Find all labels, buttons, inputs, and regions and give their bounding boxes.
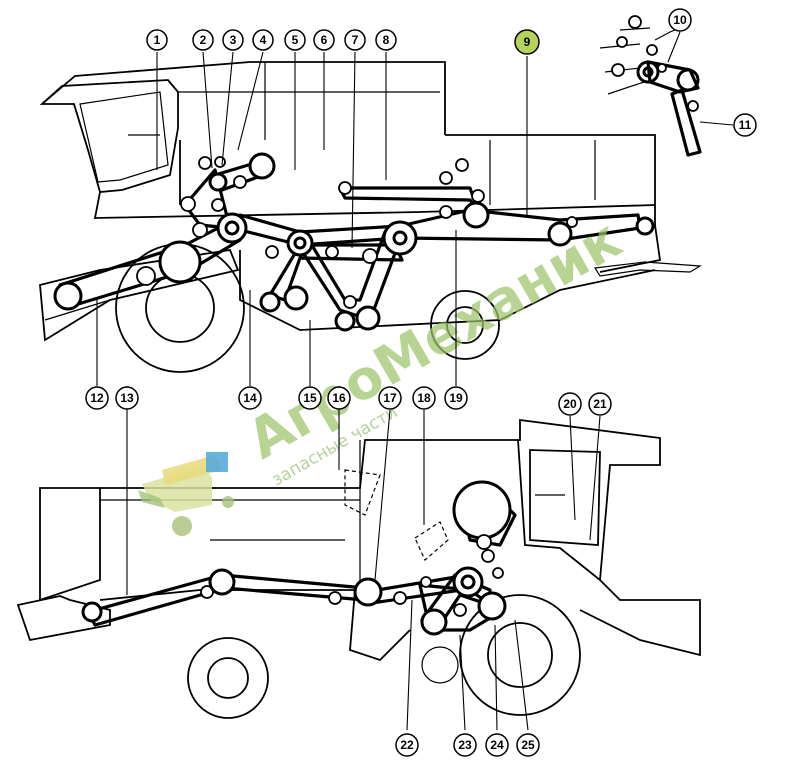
svg-text:12: 12	[90, 391, 104, 405]
svg-text:22: 22	[400, 738, 414, 752]
svg-text:5: 5	[292, 33, 299, 47]
callout-14: 14	[238, 386, 262, 410]
callout-4: 4	[252, 29, 274, 51]
svg-text:14: 14	[243, 391, 257, 405]
callout-7: 7	[344, 29, 366, 51]
svg-text:4: 4	[260, 33, 267, 47]
callout-24: 24	[485, 733, 509, 757]
callout-8: 8	[375, 29, 397, 51]
callout-5: 5	[284, 29, 306, 51]
svg-text:2: 2	[200, 33, 207, 47]
callout-12: 12	[85, 386, 109, 410]
leader-lines	[96, 31, 734, 731]
svg-text:13: 13	[120, 391, 134, 405]
svg-text:15: 15	[303, 391, 317, 405]
svg-text:7: 7	[352, 33, 359, 47]
inset-belt-detail	[599, 15, 702, 157]
svg-text:19: 19	[449, 391, 463, 405]
callout-22: 22	[395, 733, 419, 757]
svg-text:17: 17	[383, 391, 397, 405]
callout-19: 19	[444, 386, 468, 410]
svg-text:16: 16	[332, 391, 346, 405]
svg-text:20: 20	[563, 397, 577, 411]
upper-combine-body	[39, 61, 702, 373]
callout-16: 16	[327, 386, 351, 410]
callout-11: 11	[733, 113, 757, 137]
callout-markers: 1 2 3 4 5 6 7 8 9 10 11 12 13 14 15 16 1…	[85, 8, 757, 757]
callout-17: 17	[378, 386, 402, 410]
svg-text:8: 8	[383, 33, 390, 47]
svg-text:10: 10	[673, 13, 687, 27]
callout-15: 15	[298, 386, 322, 410]
callout-2: 2	[192, 29, 214, 51]
combine-logo-icon	[138, 452, 234, 536]
svg-text:1: 1	[154, 33, 161, 47]
callout-1: 1	[146, 29, 168, 51]
callout-21: 21	[588, 392, 612, 416]
lower-belts	[86, 488, 517, 632]
svg-text:18: 18	[417, 391, 431, 405]
callout-6: 6	[313, 29, 335, 51]
callout-3: 3	[222, 29, 244, 51]
lower-combine-body	[16, 418, 701, 719]
callout-25: 25	[516, 733, 540, 757]
svg-text:24: 24	[490, 738, 504, 752]
callout-10: 10	[668, 8, 692, 32]
callout-20: 20	[558, 392, 582, 416]
upper-pulleys	[53, 152, 655, 332]
svg-text:25: 25	[521, 738, 535, 752]
svg-text:9: 9	[524, 35, 531, 49]
callout-9-highlighted: 9	[514, 29, 540, 55]
svg-text:11: 11	[739, 118, 752, 132]
lower-pulleys	[81, 480, 512, 636]
svg-text:23: 23	[458, 738, 472, 752]
callout-18: 18	[412, 386, 436, 410]
svg-text:21: 21	[593, 397, 607, 411]
svg-text:3: 3	[230, 33, 237, 47]
callout-13: 13	[115, 386, 139, 410]
svg-text:6: 6	[321, 33, 328, 47]
callout-23: 23	[453, 733, 477, 757]
